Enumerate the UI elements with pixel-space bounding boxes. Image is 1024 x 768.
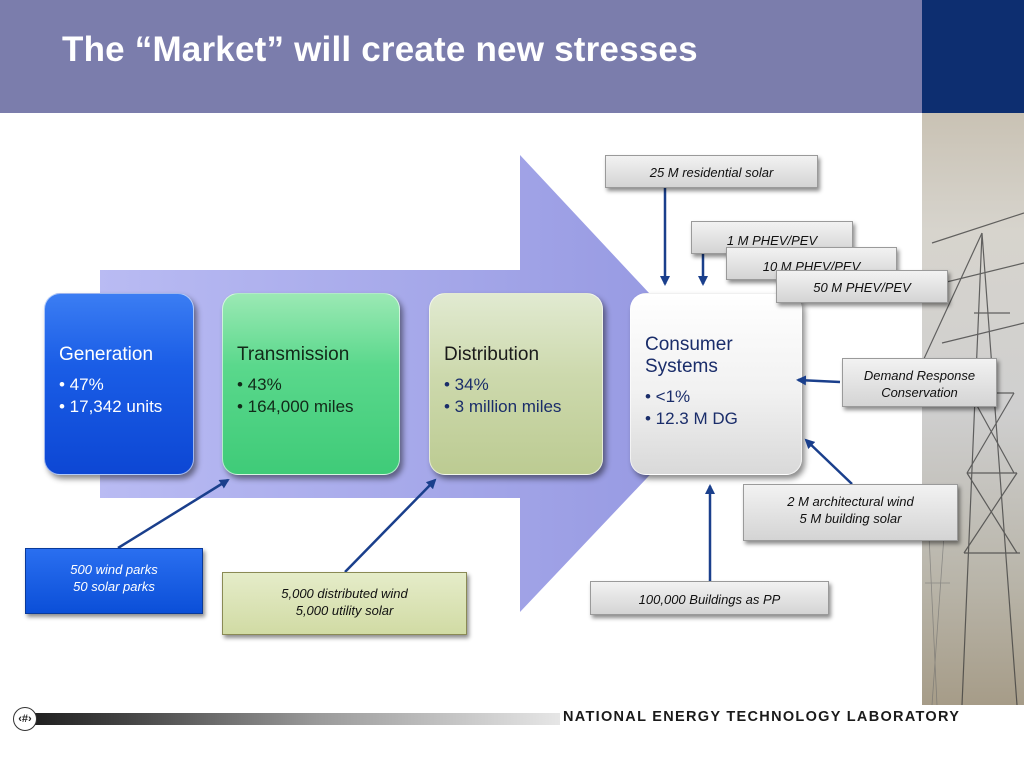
wind-parks-line1: 500 wind parks [70,562,158,577]
distribution-bullets: • 34% • 3 million miles [444,374,588,418]
distributed-wind-line2: 5,000 utility solar [295,603,394,618]
page-number: ‹#› [13,707,37,731]
consumer-systems-box: Consumer Systems • <1% • 12.3 M DG [630,293,802,475]
transmission-bullet-share: • 43% [237,375,282,394]
buildings-pp-note: 100,000 Buildings as PP [590,581,829,615]
generation-bullet-units: • 17,342 units [59,397,163,416]
distribution-box: Distribution • 34% • 3 million miles [429,293,603,475]
phev-note-50m: 50 M PHEV/PEV [776,270,948,303]
consumer-bullets: • <1% • 12.3 M DG [645,386,787,430]
demand-response-line2: Conservation [881,385,958,400]
distributed-wind-note: 5,000 distributed wind 5,000 utility sol… [222,572,467,635]
wind-parks-note: 500 wind parks 50 solar parks [25,548,203,614]
distribution-bullet-miles: • 3 million miles [444,397,562,416]
slide-title: The “Market” will create new stresses [62,30,698,69]
wind-parks-line2: 50 solar parks [73,579,155,594]
generation-title: Generation [59,344,154,365]
arch-wind-line1: 2 M architectural wind [787,494,914,509]
architectural-wind-note: 2 M architectural wind 5 M building sola… [743,484,958,541]
generation-box: Generation • 47% • 17,342 units [44,293,194,475]
organization-logo-text: NATIONAL ENERGY TECHNOLOGY LABORATORY [563,709,961,725]
consumer-bullet-dg: • 12.3 M DG [645,409,738,428]
title-bar [0,0,922,113]
residential-solar-note: 25 M residential solar [605,155,818,188]
transmission-box: Transmission • 43% • 164,000 miles [222,293,400,475]
arch-wind-line2: 5 M building solar [799,511,902,526]
consumer-systems-title: Consumer Systems [645,334,787,378]
distribution-title: Distribution [444,344,540,365]
transmission-bullets: • 43% • 164,000 miles [237,374,385,418]
generation-bullets: • 47% • 17,342 units [59,374,179,418]
consumer-title-line1: Consumer [645,334,733,355]
consumer-title-line2: Systems [645,356,718,377]
footer-rule [20,713,560,725]
distributed-wind-line1: 5,000 distributed wind [281,586,408,601]
demand-response-line1: Demand Response [863,368,976,383]
distribution-bullet-share: • 34% [444,375,489,394]
demand-response-note: Demand Response Conservation [842,358,997,407]
generation-bullet-share: • 47% [59,375,104,394]
right-accent-band [922,0,1024,113]
transmission-bullet-miles: • 164,000 miles [237,397,354,416]
consumer-bullet-share: • <1% [645,387,691,406]
transmission-title: Transmission [237,344,350,365]
